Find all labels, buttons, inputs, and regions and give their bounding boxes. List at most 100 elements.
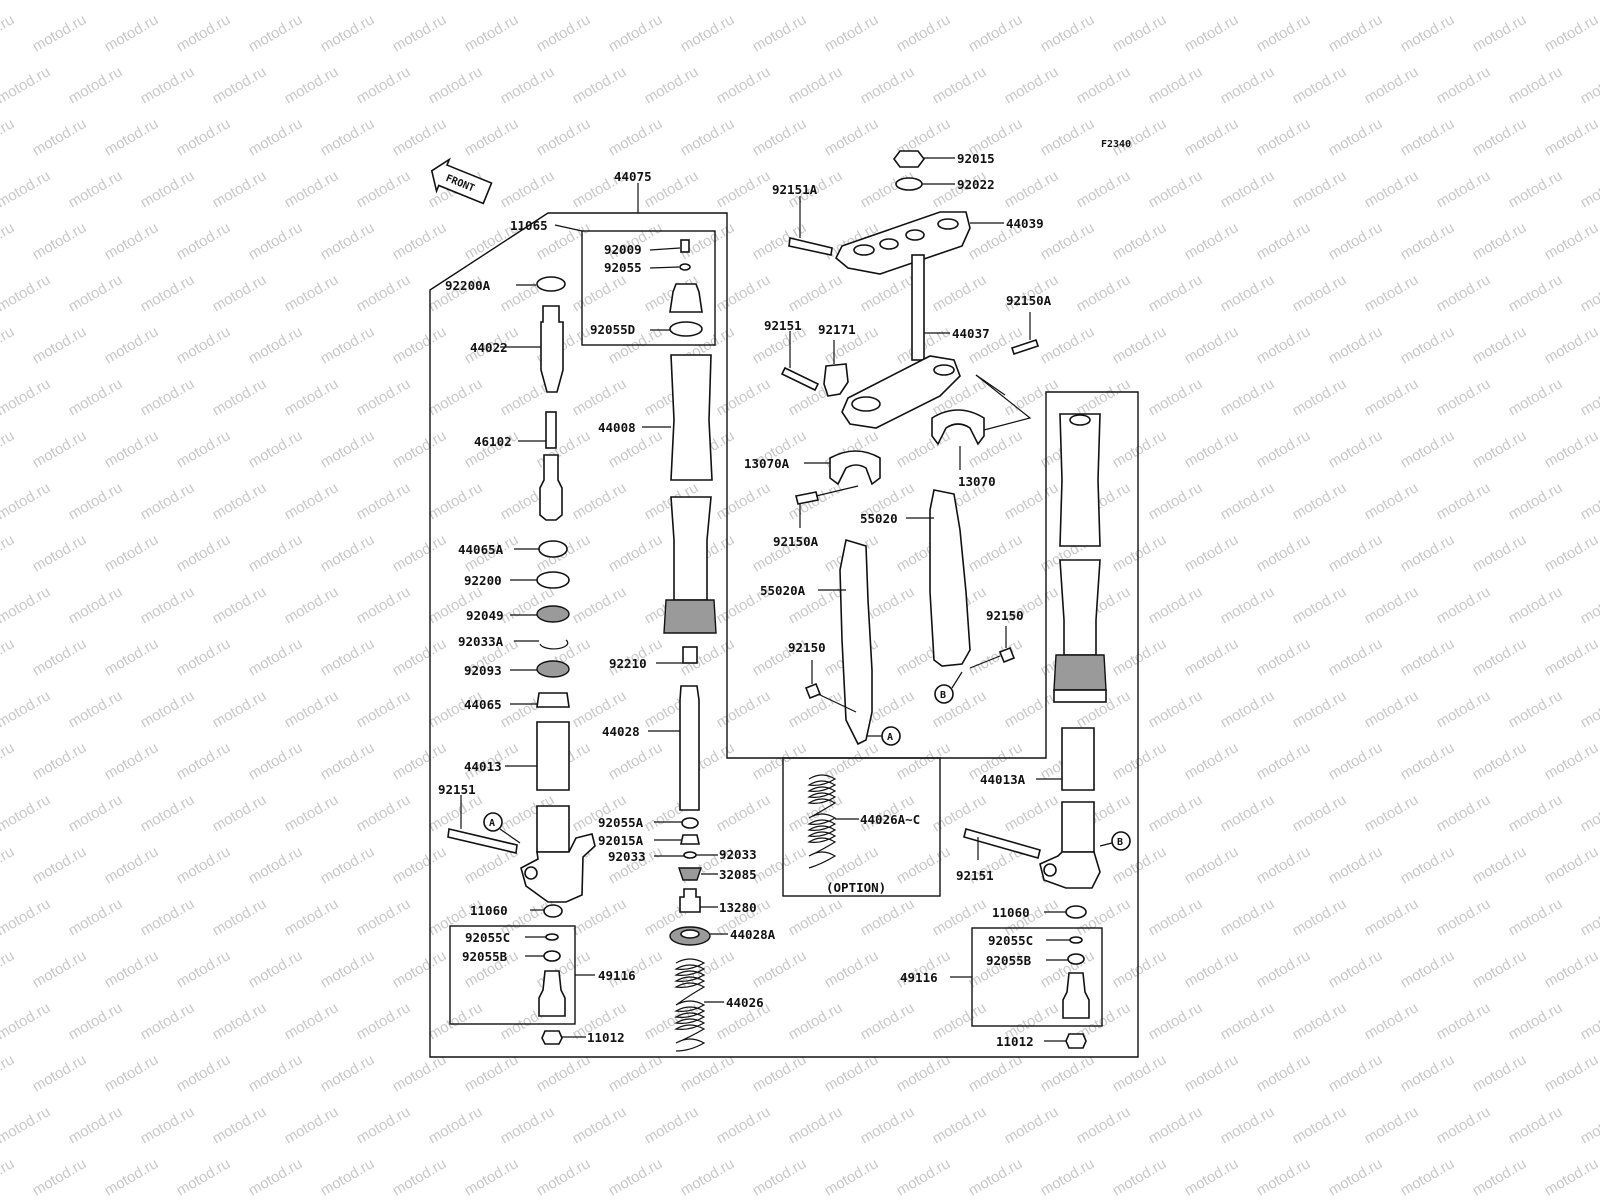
part-92171-clamp [823, 363, 849, 397]
part-92151A-bolt [788, 237, 833, 256]
label-92210: 92210 [609, 656, 647, 671]
part-44026AC-option-spring [807, 774, 837, 869]
label-11012-right: 11012 [996, 1034, 1034, 1049]
label-44065: 44065 [464, 697, 502, 712]
part-49116-valve-left [538, 970, 566, 1017]
label-92033A: 92033A [458, 634, 504, 649]
label-44037: 44037 [952, 326, 990, 341]
part-44065A-bushing [538, 540, 568, 558]
part-92151-mid-bolt [780, 366, 820, 392]
part-92055C-left [545, 933, 559, 941]
label-49116-left: 49116 [598, 968, 636, 983]
part-92093-dust-seal [536, 660, 570, 678]
part-92150A-mid-bolt [795, 491, 819, 505]
diagram-code: F2340 [1101, 139, 1131, 150]
label-44075: 44075 [614, 169, 652, 184]
label-92200A: 92200A [445, 278, 491, 293]
part-slider-right [1053, 654, 1107, 691]
label-55020: 55020 [860, 511, 898, 526]
part-44028-cylinder [679, 685, 700, 811]
part-44022-damper-rod-top [540, 305, 564, 393]
part-11012-nut-left [541, 1030, 563, 1045]
label-92022: 92022 [957, 177, 995, 192]
label-13280: 13280 [719, 900, 757, 915]
callout-marker-a-left: A [483, 812, 521, 844]
part-axle-holder-right [1039, 851, 1101, 889]
label-92151A: 92151A [772, 182, 818, 197]
label-46102: 46102 [474, 434, 512, 449]
label-44065A: 44065A [458, 542, 504, 557]
label-13070: 13070 [958, 474, 996, 489]
label-44039: 44039 [1006, 216, 1044, 231]
label-92150A-top: 92150A [1006, 293, 1052, 308]
label-92015: 92015 [957, 151, 995, 166]
part-92210-collar [682, 646, 698, 664]
label-92033-right: 92033 [719, 847, 757, 862]
label-92055C-left: 92055C [465, 930, 510, 945]
label-44013A: 44013A [980, 772, 1026, 787]
part-cap-bolt [669, 283, 703, 313]
callout-marker-b-right: B [1099, 831, 1131, 851]
label-92151-left: 92151 [438, 782, 476, 797]
part-92055A-oring [681, 817, 699, 829]
part-92033-clip [683, 851, 697, 859]
label-32085: 32085 [719, 867, 757, 882]
svg-text:A: A [489, 818, 495, 829]
part-92055B-right [1067, 953, 1085, 965]
part-44065-bushing [536, 692, 570, 708]
part-92200A-washer [536, 276, 566, 292]
label-44028A: 44028A [730, 927, 776, 942]
label-49116-right: 49116 [900, 970, 938, 985]
label-92033-left: 92033 [608, 849, 646, 864]
part-92055B-left [543, 950, 561, 962]
label-92009: 92009 [604, 242, 642, 257]
label-11012-left: 11012 [587, 1030, 625, 1045]
part-92150A-top-bolt [1010, 338, 1040, 356]
part-92055-oring [679, 263, 691, 271]
label-92055: 92055 [604, 260, 642, 275]
label-92150A-mid: 92150A [773, 534, 819, 549]
part-44037-steering-stem [911, 254, 925, 361]
part-axle-holder-left [520, 833, 596, 903]
part-49116-valve-right [1062, 972, 1090, 1019]
label-55020A: 55020A [760, 583, 806, 598]
label-92171: 92171 [818, 322, 856, 337]
label-44013: 44013 [464, 759, 502, 774]
label-92055B-left: 92055B [462, 949, 508, 964]
label-11060-right: 11060 [992, 905, 1030, 920]
svg-text:A: A [887, 732, 893, 743]
part-slider-bushing [663, 599, 717, 634]
label-44022: 44022 [470, 340, 508, 355]
part-55020A-guard-left [839, 538, 873, 746]
part-92150-right-bolt [998, 646, 1016, 664]
label-92055A: 92055A [598, 815, 644, 830]
part-damper-valve [539, 454, 563, 521]
part-44008-inner-tube [670, 354, 713, 601]
part-46102-rod [545, 411, 557, 449]
label-92150-right: 92150 [986, 608, 1024, 623]
label-92151-right: 92151 [956, 868, 994, 883]
label-92049: 92049 [466, 608, 504, 623]
label-92151-mid: 92151 [764, 318, 802, 333]
part-55020-guard-right [929, 489, 971, 667]
label-13070A: 13070A [744, 456, 790, 471]
label-92150-mid: 92150 [788, 640, 826, 655]
part-92015-nut [893, 150, 925, 168]
part-92033A-circlip [539, 639, 569, 650]
label-92055D: 92055D [590, 322, 635, 337]
front-direction-arrow: FRONT [430, 157, 493, 205]
part-92049-oil-seal [536, 605, 570, 623]
label-11065: 11065 [510, 218, 548, 233]
label-44026AC: 44026A~C [860, 812, 920, 827]
label-44028: 44028 [602, 724, 640, 739]
part-inner-tube-right [1059, 413, 1101, 656]
part-44013A-outer-tube [1061, 727, 1095, 853]
label-92200: 92200 [464, 573, 502, 588]
svg-text:B: B [1117, 837, 1123, 848]
label-92093: 92093 [464, 663, 502, 678]
part-32085-collar [678, 867, 702, 881]
part-92022-washer [895, 177, 923, 191]
callout-marker-b-guard: B [934, 671, 963, 704]
label-92015A: 92015A [598, 833, 644, 848]
label-11060-left: 11060 [470, 903, 508, 918]
